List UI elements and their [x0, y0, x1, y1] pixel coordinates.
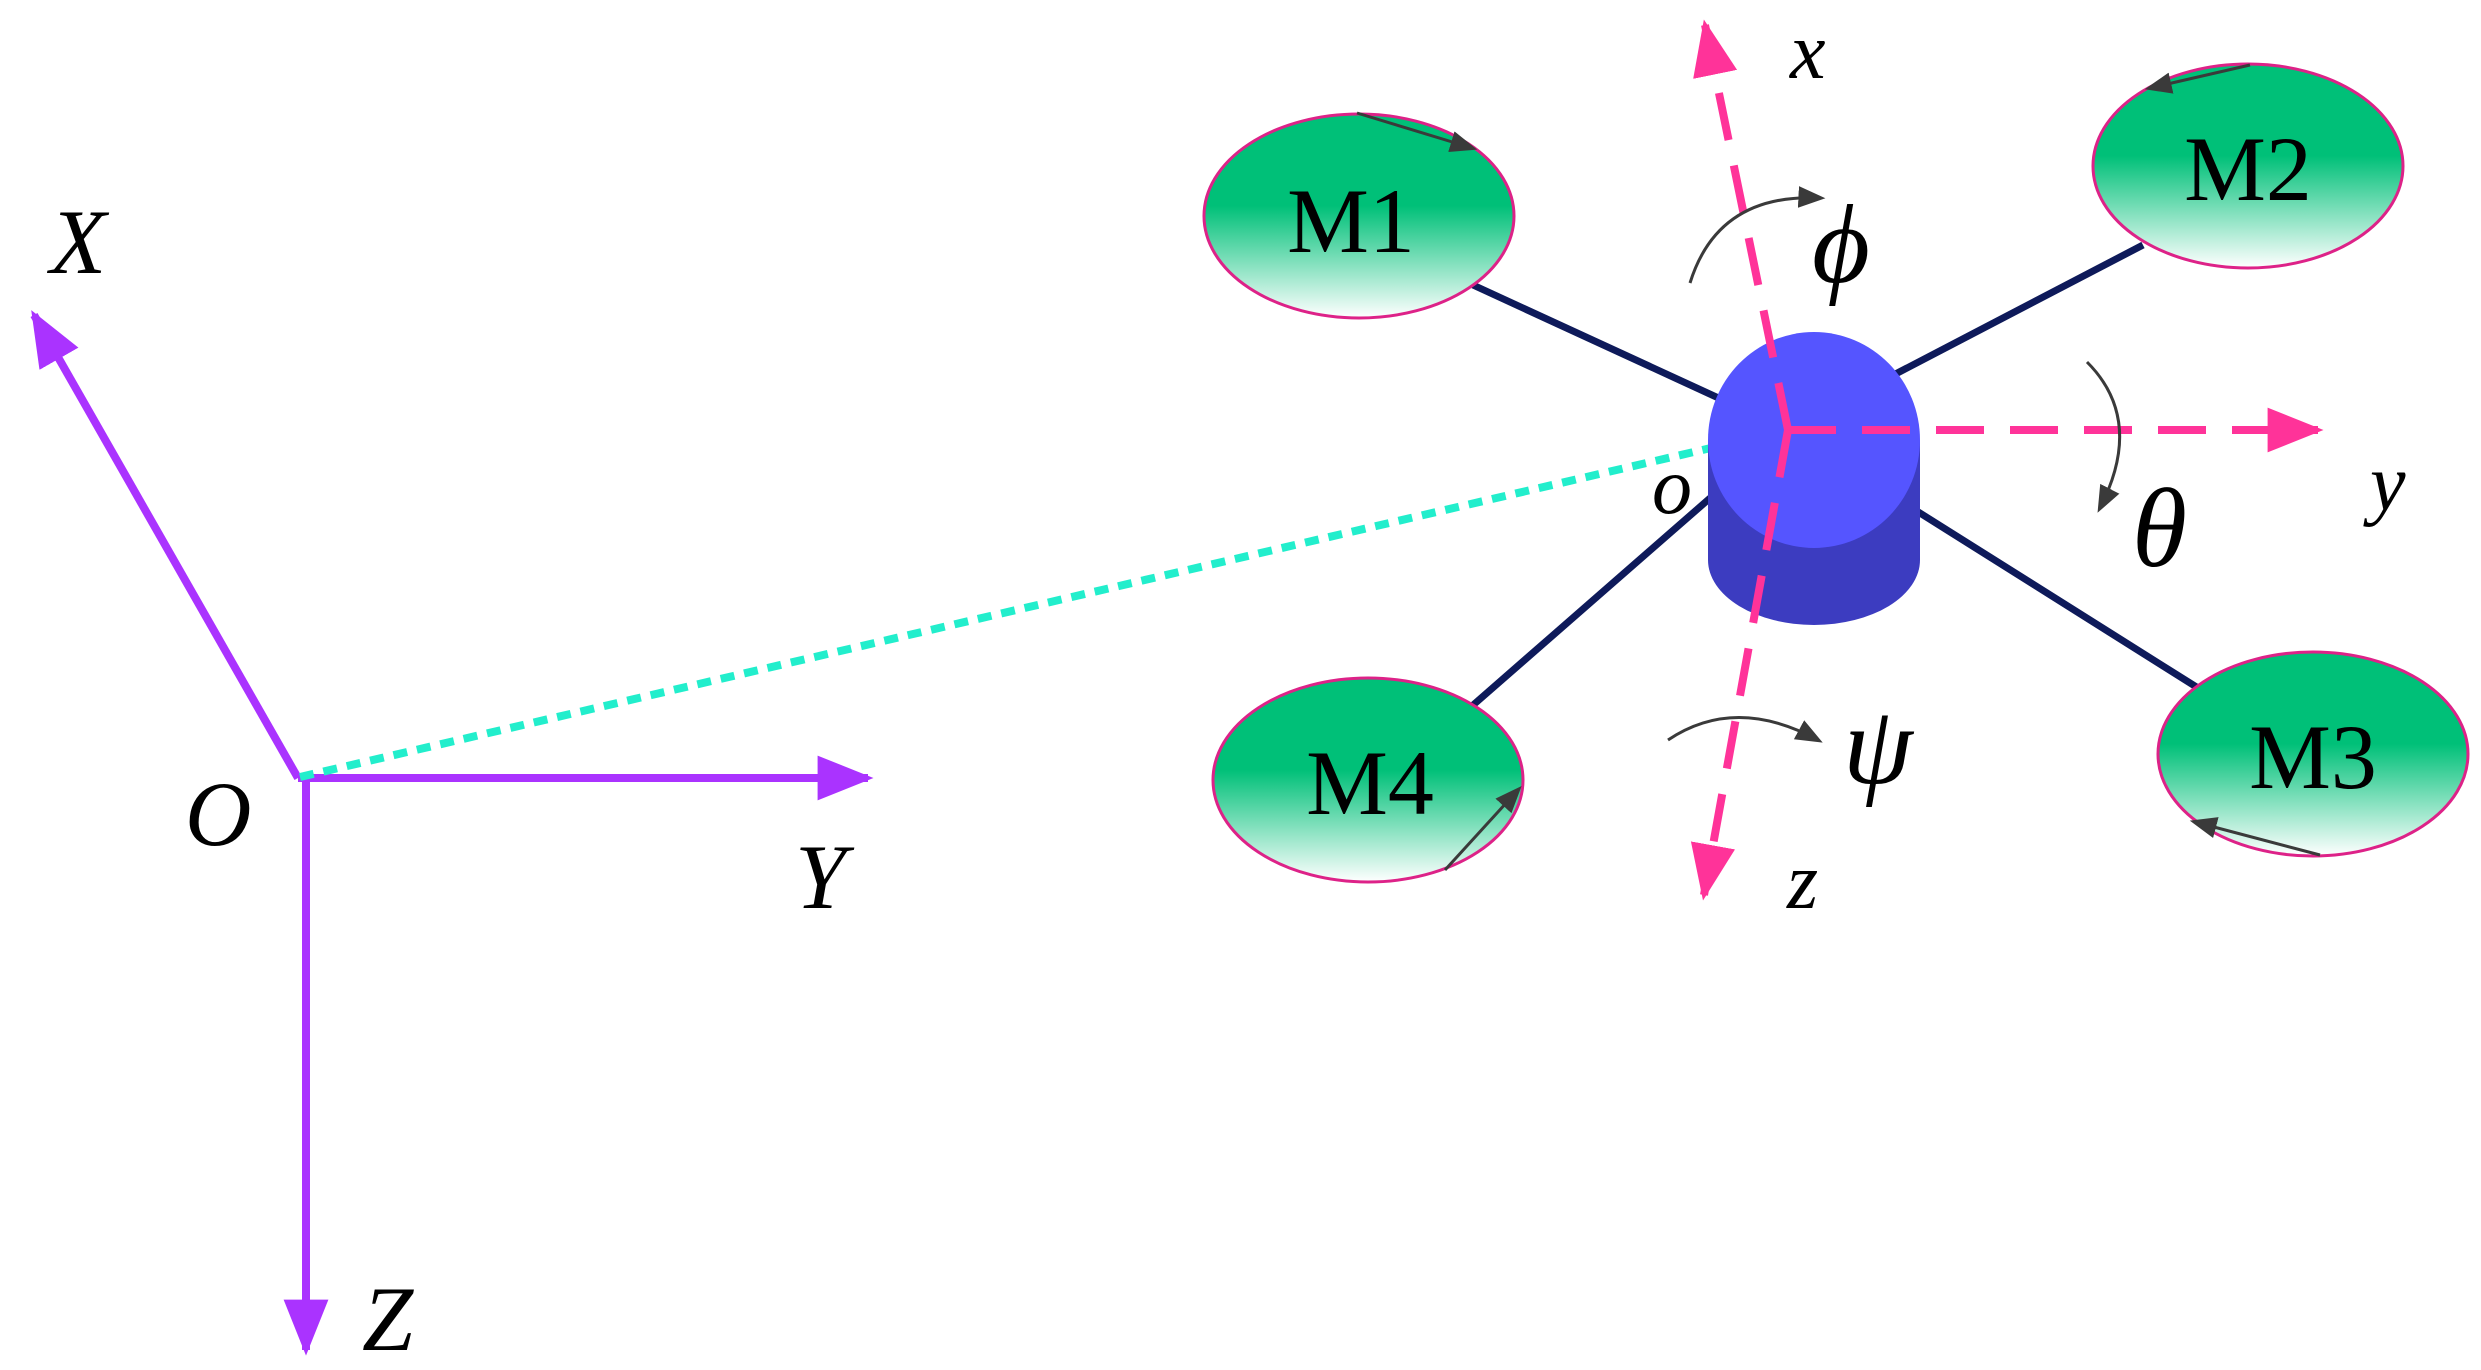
roll-rotation-arrow — [1688, 186, 1826, 284]
motor-m2-label: M2 — [2184, 118, 2312, 220]
earth-origin-label: O — [185, 763, 251, 865]
body-frame: x y z o — [1652, 8, 2406, 926]
yaw-angle-label: ψ — [1843, 684, 1915, 808]
body-y-label: y — [2363, 440, 2406, 528]
motor-m4-rotation-arrow — [1443, 786, 1522, 872]
body-cylinder-top — [1708, 332, 1920, 548]
rotation-indicators: ϕ θ ψ — [1667, 183, 2187, 808]
motor-m3-label: M3 — [2249, 706, 2377, 808]
motor-m1-label: M1 — [1287, 170, 1415, 272]
motor-m1-rotation-arrow — [1356, 111, 1478, 153]
pitch-angle-label: θ — [2132, 467, 2187, 591]
motor-m1: M1 — [1202, 111, 1516, 320]
motor-m2: M2 — [2091, 62, 2405, 270]
motor-m3: M3 — [2156, 650, 2470, 858]
position-vector-line — [299, 426, 1789, 781]
earth-z-label: Z — [362, 1268, 414, 1370]
earth-x-axis — [30, 310, 302, 780]
motor-m4: M4 — [1211, 676, 1525, 884]
earth-x-label: X — [46, 191, 110, 293]
body-z-label: z — [1786, 838, 1818, 926]
motor-m4-label: M4 — [1306, 732, 1434, 834]
earth-y-label: Y — [795, 826, 855, 928]
motor-m3-disc — [2156, 650, 2470, 858]
motor-m2-rotation-arrow — [2144, 63, 2251, 94]
pitch-rotation-arrow — [2085, 360, 2122, 513]
body-x-label: x — [1789, 8, 1826, 96]
motor-m3-rotation-arrow — [2189, 817, 2321, 857]
body-origin-label: o — [1652, 443, 1692, 531]
roll-angle-label: ϕ — [1812, 183, 1870, 307]
earth-frame: X Y Z O — [30, 191, 874, 1370]
yaw-rotation-arrow — [1667, 716, 1823, 743]
body-z-axis — [1690, 429, 1792, 901]
motor-m4-disc — [1211, 676, 1525, 884]
quadrotor-body — [1708, 332, 1920, 625]
